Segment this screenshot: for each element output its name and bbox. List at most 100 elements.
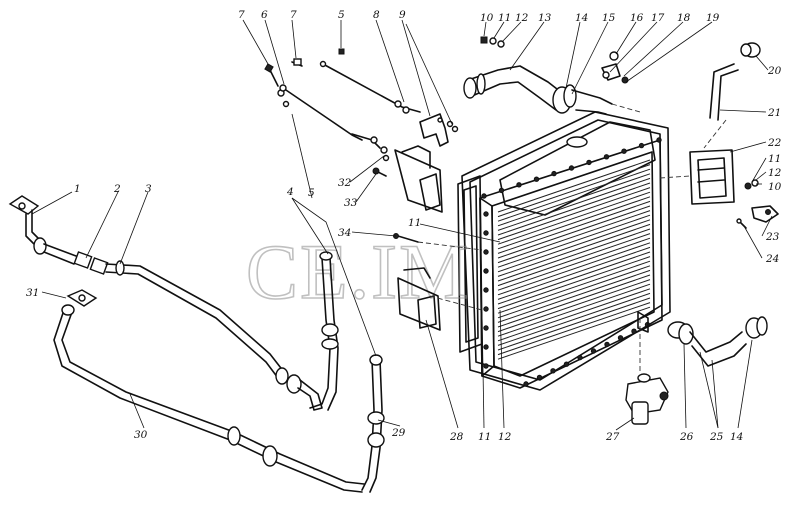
radiator-bolt	[483, 268, 489, 274]
bracket-23	[751, 205, 779, 223]
radiator-fin	[497, 219, 651, 273]
radiator-bolt	[656, 137, 662, 143]
label-33: 33	[344, 197, 358, 209]
radiator-fin	[497, 173, 651, 227]
clamp-14-lower	[745, 316, 768, 339]
radiator-bolt	[483, 325, 489, 331]
radiator-bolt	[516, 182, 522, 188]
alignment-lines	[417, 103, 727, 372]
label-8: 8	[373, 9, 380, 21]
bolt-33	[372, 167, 387, 177]
radiator-fin	[497, 159, 651, 213]
radiator-bolt	[483, 230, 489, 236]
radiator-bolt	[590, 348, 597, 354]
radiator-bolt	[577, 354, 583, 361]
fitting-1	[8, 195, 41, 245]
hose-clamp-14	[552, 84, 577, 114]
label-15: 15	[602, 12, 616, 24]
radiator-fin	[497, 269, 651, 323]
label-3: 3	[145, 183, 152, 195]
radiator-bolt	[638, 142, 645, 149]
radiator-bolt	[631, 328, 637, 334]
clamp-rod-end	[351, 133, 381, 149]
label-13: 13	[538, 12, 552, 24]
radiator-bolt	[483, 344, 489, 350]
label-10-right: 10	[768, 181, 782, 193]
label-31: 31	[26, 287, 39, 299]
radiator-fin	[497, 196, 651, 250]
bolt-10-top	[480, 36, 505, 48]
hose-15	[571, 89, 613, 115]
label-22: 22	[767, 137, 782, 149]
rod-8	[319, 60, 421, 114]
bolt-7-right	[291, 58, 303, 67]
radiator-fin	[497, 205, 651, 259]
label-27: 27	[605, 431, 620, 443]
flange-31	[66, 289, 98, 307]
bracket-28	[397, 267, 441, 331]
radiator-core	[457, 111, 671, 391]
label-12-right: 12	[768, 167, 782, 179]
union-2	[33, 237, 109, 275]
radiator-fin	[497, 265, 651, 319]
radiator-bolt	[483, 287, 489, 293]
label-32: 32	[338, 177, 352, 189]
label-12-bottom: 12	[498, 431, 512, 443]
radiator-bolt	[483, 306, 489, 312]
radiator-bolt	[603, 154, 610, 160]
radiator-bolt	[523, 381, 529, 387]
label-14-bottom: 14	[730, 431, 743, 443]
clamp-26	[667, 321, 694, 345]
radiator-bolt	[586, 159, 592, 166]
label-7-right: 7	[290, 9, 297, 21]
radiator-bolt	[617, 335, 624, 341]
radiator-fin	[497, 214, 651, 268]
radiator-fin	[497, 306, 651, 360]
label-21: 21	[767, 107, 781, 119]
radiator-fin	[497, 223, 651, 277]
label-2: 2	[113, 183, 121, 195]
pipe-fitting-lower-3	[275, 367, 323, 411]
radiator-fin	[497, 233, 651, 287]
radiator-bolt	[498, 187, 505, 194]
radiator-fin	[497, 164, 651, 218]
radiator-bolt	[621, 148, 627, 154]
radiator-fin	[497, 302, 651, 356]
label-11-top: 11	[498, 12, 511, 24]
radiator-fin	[497, 242, 651, 296]
radiator-fin	[497, 168, 651, 222]
radiator-fin	[497, 251, 651, 305]
label-14-top: 14	[575, 12, 588, 24]
radiator-fin	[497, 260, 651, 314]
pipe-30	[53, 304, 365, 493]
label-5-mid: 5	[308, 187, 315, 199]
bracket-9	[419, 113, 459, 147]
radiator-fin	[497, 297, 651, 351]
radiator-fin	[497, 191, 651, 245]
radiator-fin	[497, 210, 651, 264]
leader-lines	[31, 19, 773, 431]
upper-hose-13	[463, 65, 567, 111]
drain-valve-27	[625, 373, 669, 425]
radiator-fin	[497, 279, 651, 333]
watermark-text: CE.IM	[246, 228, 471, 315]
mounting-frame-22	[689, 149, 735, 205]
label-9: 9	[399, 9, 406, 21]
radiator-bolt	[551, 170, 557, 177]
label-34: 34	[338, 227, 351, 239]
radiator-fin	[497, 177, 651, 231]
label-7-left: 7	[238, 9, 245, 21]
radiator-bolt	[550, 368, 556, 374]
radiator-fin	[497, 228, 651, 282]
radiator-bolt	[568, 165, 575, 171]
nut-10-11-12-right	[744, 179, 759, 190]
radiator-fin	[497, 246, 651, 300]
label-29: 29	[391, 427, 406, 439]
label-18: 18	[677, 12, 691, 24]
label-17: 17	[651, 12, 665, 24]
radiator-bolt	[563, 361, 570, 367]
label-19: 19	[706, 12, 720, 24]
label-16: 16	[630, 12, 644, 24]
label-20: 20	[767, 65, 782, 77]
